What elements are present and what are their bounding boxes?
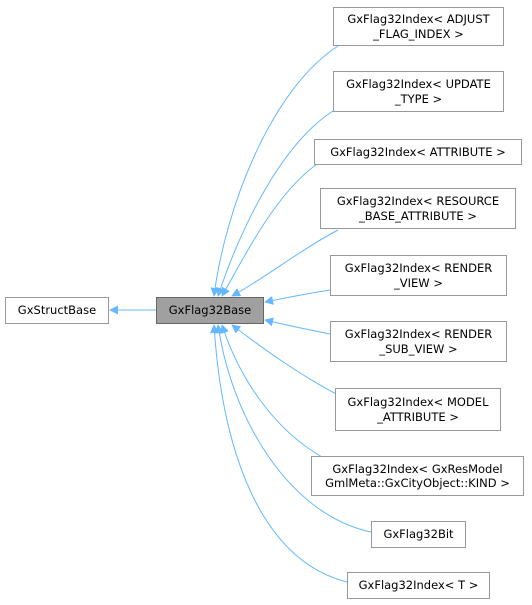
node-render-sub-view-line-1: GxFlag32Index< RENDER [344,327,493,341]
node-attribute[interactable]: GxFlag32Index< ATTRIBUTE > [314,139,522,165]
node-update-type-line-2: _TYPE > [394,91,443,106]
node-model-attribute-line-2: _ATTRIBUTE > [377,409,459,424]
node-city-object-kind[interactable]: GxFlag32Index< GxResModel GmlMeta::GxCit… [311,456,524,496]
edge-render-view [264,289,331,305]
node-template-t-line-1: GxFlag32Index< T > [358,578,479,593]
node-resource-base-attribute[interactable]: GxFlag32Index< RESOURCE _BASE_ATTRIBUTE … [320,188,516,229]
edge-template-t [210,324,348,583]
node-gxstructbase[interactable]: GxStructBase [5,297,109,324]
node-attribute-line-1: GxFlag32Index< ATTRIBUTE > [330,144,506,159]
edge-flag32-bit [214,324,372,533]
edge-resource-base [231,229,339,297]
node-model-attribute[interactable]: GxFlag32Index< MODEL _ATTRIBUTE > [335,388,501,431]
edge-model-attribute [231,324,339,396]
edge-update-type [216,107,339,297]
node-adjust-flag-index-line-1: GxFlag32Index< ADJUST [347,12,490,26]
node-update-type-line-1: GxFlag32Index< UPDATE [346,77,491,91]
node-gxstructbase-label: GxStructBase [17,303,97,318]
node-city-object-kind-line-2: GmlMeta::GxCityObject::KIND > [325,476,510,490]
node-render-sub-view[interactable]: GxFlag32Index< RENDER _SUB_VIEW > [330,321,507,362]
node-flag32-bit-line-1: GxFlag32Bit [383,527,454,542]
node-adjust-flag-index[interactable]: GxFlag32Index< ADJUST _FLAG_INDEX > [333,7,504,46]
edge-adjust-flag-index [210,45,339,297]
node-gxflag32base-label: GxFlag32Base [168,303,252,318]
node-gxflag32base[interactable]: GxFlag32Base [156,297,264,324]
node-resource-base-attribute-line-2: _BASE_ATTRIBUTE > [359,208,477,223]
node-render-view-line-2: _VIEW > [394,275,443,290]
node-flag32-bit[interactable]: GxFlag32Bit [371,521,466,548]
node-city-object-kind-line-1: GxFlag32Index< GxResModel [332,461,503,476]
edge-attribute [221,161,321,297]
edge-render-sub-view [264,317,331,335]
node-template-t[interactable]: GxFlag32Index< T > [347,572,490,599]
node-render-view-line-1: GxFlag32Index< RENDER [344,261,493,275]
node-model-attribute-line-1: GxFlag32Index< MODEL [347,395,489,409]
node-update-type[interactable]: GxFlag32Index< UPDATE _TYPE > [333,71,504,112]
node-render-sub-view-line-2: _SUB_VIEW > [379,341,458,356]
node-render-view[interactable]: GxFlag32Index< RENDER _VIEW > [330,255,507,296]
edge-city-object-kind [220,324,323,458]
node-adjust-flag-index-line-2: _FLAG_INDEX > [373,26,464,41]
node-resource-base-attribute-line-1: GxFlag32Index< RESOURCE [336,194,500,208]
